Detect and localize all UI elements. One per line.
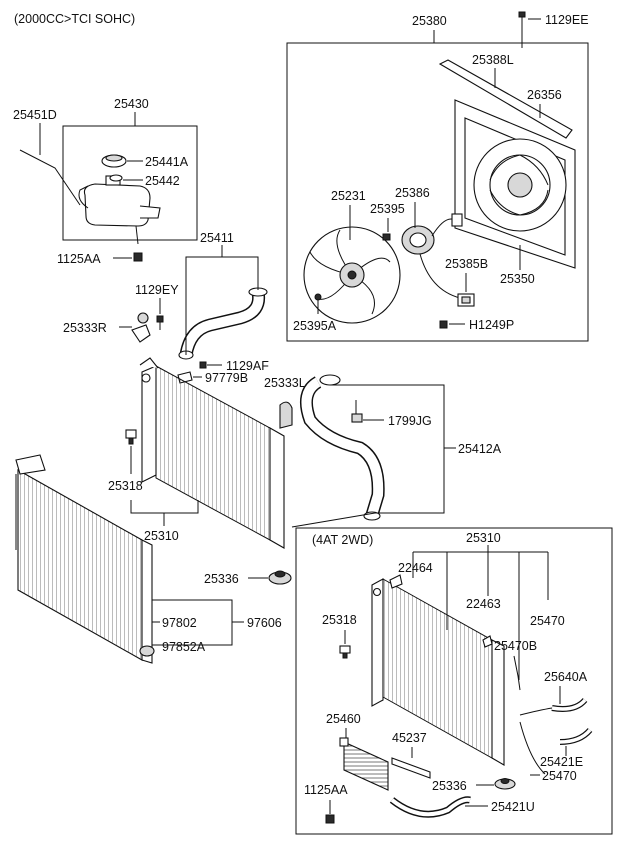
- label-97606: 97606: [247, 616, 282, 630]
- radiator-at: [371, 578, 505, 766]
- inset-box: [295, 527, 613, 835]
- label-97802: 97802: [162, 616, 197, 630]
- inset-label-25470B: 25470B: [494, 639, 537, 653]
- inset-label-25470b: 25470: [542, 769, 577, 783]
- bolt-icon: [325, 814, 335, 824]
- bolt-icon: [439, 320, 448, 329]
- rubber-mount: [494, 778, 516, 790]
- reservoir-box: [62, 125, 198, 241]
- label-25395: 25395: [370, 202, 405, 216]
- bolt-icon: [518, 11, 541, 48]
- inset-label-22463: 22463: [466, 597, 501, 611]
- screw-icon: [382, 233, 391, 241]
- label-25430: 25430: [114, 97, 149, 111]
- label-25333R: 25333R: [63, 321, 107, 335]
- inset-label-1125AA: 1125AA: [304, 783, 348, 797]
- drain-plug: [125, 429, 137, 445]
- rubber-mount: [268, 570, 292, 585]
- connector-icon: [457, 293, 475, 307]
- label-25411: 25411: [200, 231, 234, 245]
- inset-label-25318: 25318: [322, 613, 357, 627]
- label-25388L: 25388L: [472, 53, 514, 67]
- label-25442: 25442: [145, 174, 180, 188]
- label-25350: 25350: [500, 272, 535, 286]
- inset-label-25310: 25310: [466, 531, 501, 545]
- rubber-mount: [139, 645, 155, 657]
- label-25412A: 25412A: [458, 442, 502, 456]
- shroud-upper-bracket: [438, 59, 573, 139]
- label-1129AF: 1129AF: [226, 359, 269, 373]
- inset-label-22464: 22464: [398, 561, 433, 575]
- label-25395A: 25395A: [293, 319, 337, 333]
- screw-icon: [314, 293, 322, 301]
- oil-cooler: [339, 737, 389, 791]
- drain-plug: [339, 645, 351, 659]
- label-97852A: 97852A: [162, 640, 206, 654]
- inset-label-25421E: 25421E: [540, 755, 583, 769]
- fan-shroud-group: 25380 1129EE 25388L 26356 25350: [286, 11, 589, 342]
- label-25336: 25336: [204, 572, 239, 586]
- label-1129EE: 1129EE: [545, 13, 589, 27]
- lower-hose-group: [291, 374, 456, 528]
- cap-icon: [101, 154, 127, 168]
- cooler-bracket: [391, 757, 431, 779]
- inset-label-25470: 25470: [530, 614, 565, 628]
- inset-label-25460: 25460: [326, 712, 361, 726]
- label-97779B: 97779B: [205, 371, 248, 385]
- label-25318: 25318: [108, 479, 143, 493]
- fan-blade: [303, 226, 401, 324]
- inset-label-25640A: 25640A: [544, 670, 588, 684]
- fan-shroud: [454, 99, 576, 269]
- label-25310: 25310: [144, 529, 179, 543]
- condenser: [15, 454, 153, 664]
- bolt-icon: [199, 361, 207, 369]
- mount-bracket: [131, 312, 151, 343]
- label-25380: 25380: [412, 14, 447, 28]
- label-25441A: 25441A: [145, 155, 189, 169]
- label-H1249P: H1249P: [469, 318, 514, 332]
- label-25333L: 25333L: [264, 376, 306, 390]
- upper-hose-group: 25411: [178, 231, 268, 360]
- radiator-main: [139, 357, 293, 549]
- fan-assembly-box: [286, 42, 589, 342]
- label-1129EY: 1129EY: [135, 283, 179, 297]
- label-25451D: 25451D: [13, 108, 57, 122]
- reservoir-group: 25430 25451D 25441A 25442 1125AA: [13, 97, 198, 266]
- inset-4at-2wd: (4AT 2WD) 25310 22464 22463 25470 25318: [295, 527, 613, 835]
- bolt-icon: [133, 252, 143, 262]
- inset-label-25336: 25336: [432, 779, 467, 793]
- header-title: (2000CC>TCI SOHC): [14, 12, 135, 26]
- sensor-icon: [351, 400, 363, 423]
- label-1799JG: 1799JG: [388, 414, 432, 428]
- inset-title: (4AT 2WD): [312, 533, 373, 547]
- inset-label-45237: 45237: [392, 731, 427, 745]
- label-26356: 26356: [527, 88, 562, 102]
- label-25386: 25386: [395, 186, 430, 200]
- seal-ring: [109, 174, 123, 182]
- fan-motor: [401, 213, 463, 299]
- label-1125AA: 1125AA: [57, 252, 101, 266]
- label-25385B: 25385B: [445, 257, 488, 271]
- label-25231: 25231: [331, 189, 366, 203]
- bolt-icon: [156, 315, 164, 330]
- level-stick: [19, 149, 81, 206]
- inset-label-25421U: 25421U: [491, 800, 535, 814]
